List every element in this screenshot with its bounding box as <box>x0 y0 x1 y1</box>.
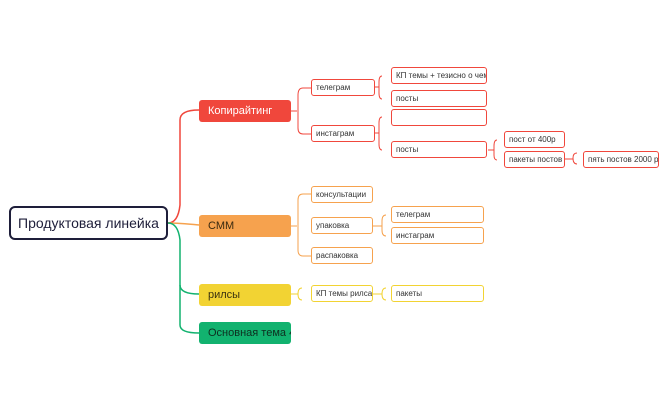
smm-label: СММ <box>208 220 235 232</box>
theme4-label: Основная тема 4 <box>208 327 291 339</box>
smm-packaging-label: упаковка <box>316 221 350 230</box>
root-node[interactable]: Продуктовая линейка <box>9 206 168 240</box>
telegram-posts-node[interactable]: посты <box>391 90 487 107</box>
copywriting-instagram-node[interactable]: инстаграм <box>311 125 375 142</box>
telegram-kp-node[interactable]: КП темы + тезисно о чем <box>391 67 487 84</box>
main-node-smm[interactable]: СММ <box>199 215 291 237</box>
smm-unpacking-node[interactable]: распаковка <box>311 247 373 264</box>
smm-consultations-node[interactable]: консультации <box>311 186 373 203</box>
reels-kp-node[interactable]: КП темы рилса <box>311 285 373 302</box>
five-posts-node[interactable]: пять постов 2000 р <box>583 151 659 168</box>
packaging-instagram-label: инстаграм <box>396 231 435 240</box>
telegram-kp-label: КП темы + тезисно о чем <box>396 71 487 80</box>
instagram-posts-label: посты <box>396 145 419 154</box>
copywriting-telegram-node[interactable]: телеграм <box>311 79 375 96</box>
post-from-400-node[interactable]: пост от 400р <box>504 131 565 148</box>
reels-kp-label: КП темы рилса <box>316 289 373 298</box>
smm-consultations-label: консультации <box>316 190 367 199</box>
reels-label: рилсы <box>208 289 241 301</box>
reels-packages-label: пакеты <box>396 289 422 298</box>
main-node-reels[interactable]: рилсы <box>199 284 291 306</box>
smm-unpacking-label: распаковка <box>316 251 359 260</box>
telegram-posts-label: посты <box>396 94 419 103</box>
main-node-copywriting[interactable]: Копирайтинг <box>199 100 291 122</box>
instagram-posts-node[interactable]: посты <box>391 141 487 158</box>
packaging-instagram-node[interactable]: инстаграм <box>391 227 484 244</box>
main-node-theme4[interactable]: Основная тема 4 <box>199 322 291 344</box>
copywriting-instagram-label: инстаграм <box>316 129 355 138</box>
packaging-telegram-label: телеграм <box>396 210 431 219</box>
copywriting-telegram-label: телеграм <box>316 83 351 92</box>
instagram-empty-node[interactable] <box>391 109 487 126</box>
reels-packages-node[interactable]: пакеты <box>391 285 484 302</box>
post-from-400-label: пост от 400р <box>509 135 556 144</box>
packaging-telegram-node[interactable]: телеграм <box>391 206 484 223</box>
root-label: Продуктовая линейка <box>18 215 159 231</box>
copywriting-label: Копирайтинг <box>208 105 273 117</box>
post-packages-node[interactable]: пакеты постов <box>504 151 565 168</box>
smm-packaging-node[interactable]: упаковка <box>311 217 373 234</box>
five-posts-label: пять постов 2000 р <box>588 155 659 164</box>
post-packages-label: пакеты постов <box>509 155 563 164</box>
